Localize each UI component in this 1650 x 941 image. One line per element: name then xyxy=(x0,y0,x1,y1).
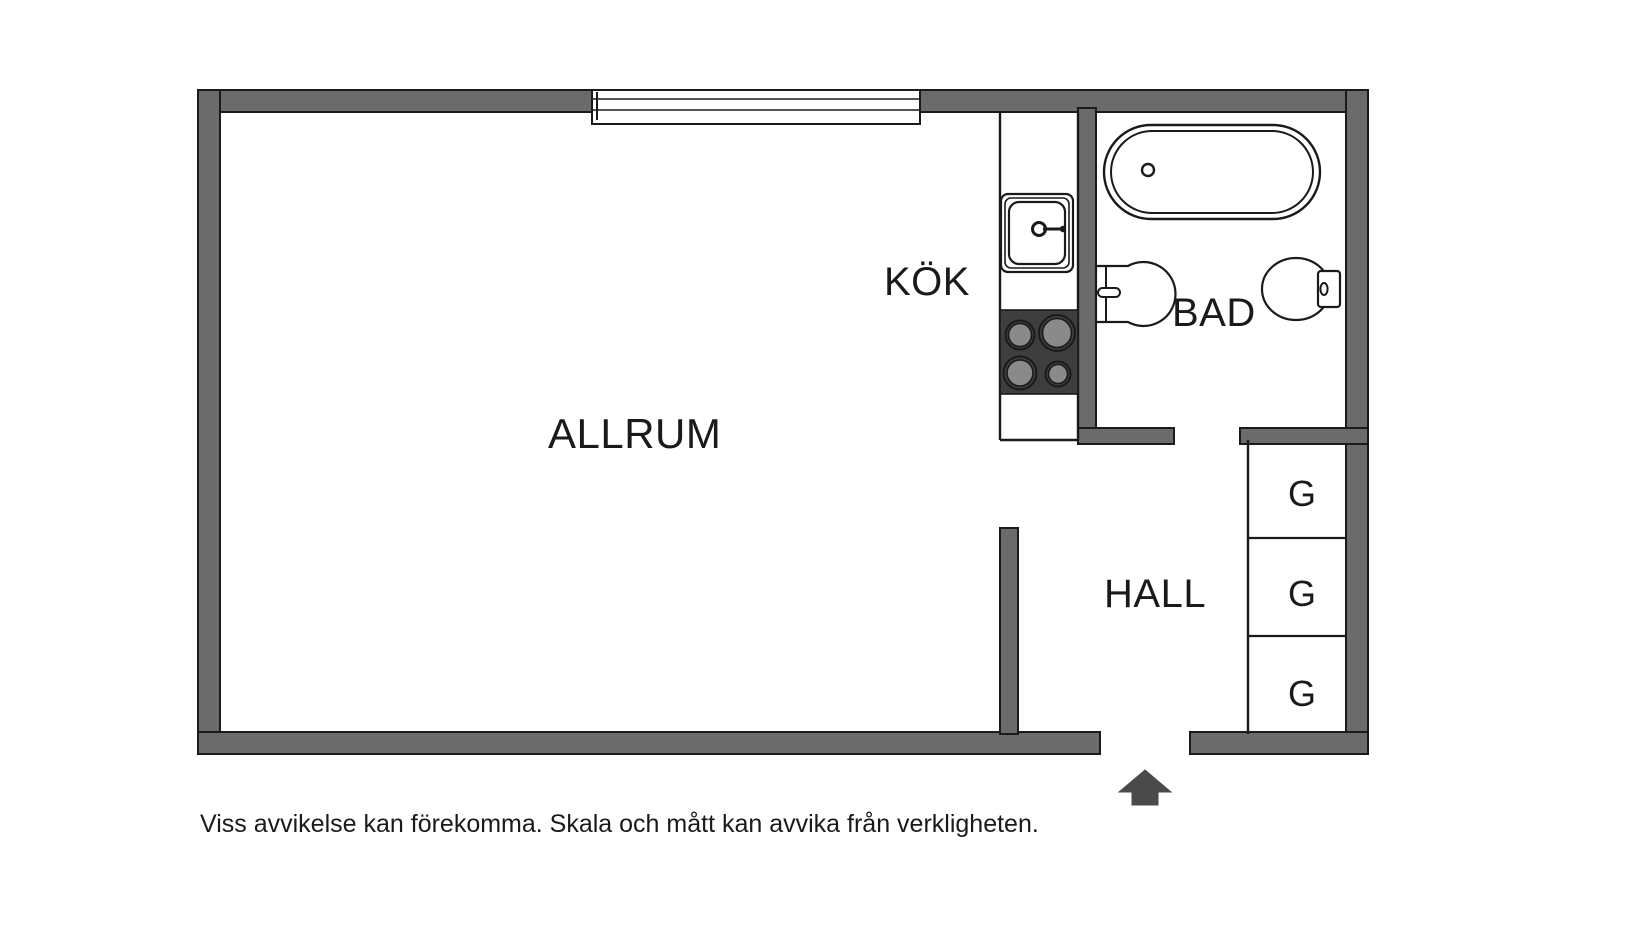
washbasin-icon xyxy=(1094,260,1177,328)
room-label-allrum: ALLRUM xyxy=(548,410,722,457)
bathtub-icon xyxy=(1102,123,1322,221)
room-label-kok: KÖK xyxy=(884,260,970,304)
stove-icon xyxy=(999,309,1079,395)
closet-label-2: G xyxy=(1288,573,1317,614)
toilet-icon xyxy=(1260,256,1342,322)
kitchen-sink-icon xyxy=(999,192,1075,274)
disclaimer-caption: Viss avvikelse kan förekomma. Skala och … xyxy=(200,810,1039,838)
window-icon xyxy=(591,89,921,125)
closet-label-3: G xyxy=(1288,673,1317,714)
entrance-door-arrow-icon xyxy=(1117,769,1173,806)
room-label-hall: HALL xyxy=(1104,572,1207,616)
room-label-bad: BAD xyxy=(1172,291,1256,335)
outer-walls xyxy=(197,89,1369,755)
closet-label-1: G xyxy=(1288,473,1317,514)
closet-block xyxy=(1246,440,1346,734)
